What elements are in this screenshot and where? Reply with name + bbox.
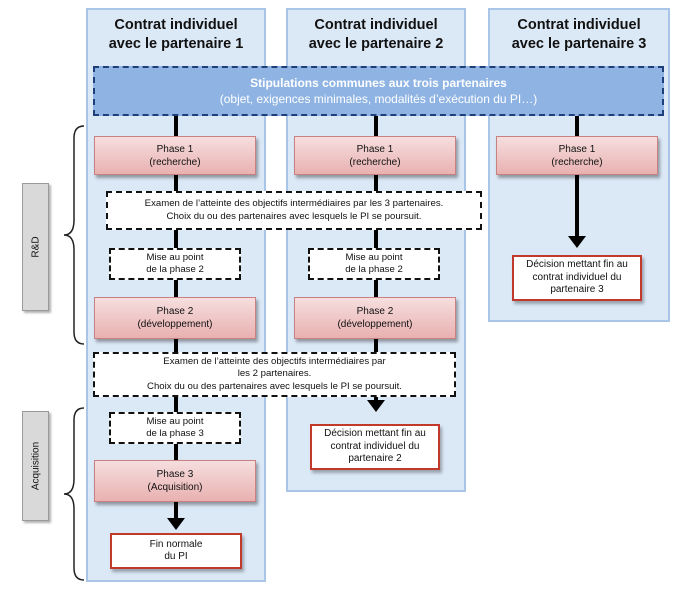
phase1-box-2: Phase 1 (recherche) (294, 136, 456, 175)
acquisition-label: Acquisition (22, 411, 49, 521)
stipulations-box: Stipulations communes aux trois partenai… (93, 66, 664, 116)
arrow-to-decision-3 (568, 236, 586, 248)
stipulations-subtitle: (objet, exigences minimales, modalités d… (219, 92, 538, 106)
decision-partenaire-2: Décision mettant fin au contrat individu… (310, 424, 440, 470)
mise-au-point-phase3: Mise au point de la phase 3 (109, 412, 241, 444)
phase1-box-1: Phase 1 (recherche) (94, 136, 256, 175)
mise-au-point-phase2-1: Mise au point de la phase 2 (109, 248, 241, 280)
acquisition-label-text: Acquisition (30, 441, 41, 491)
arrow-to-decision-2 (367, 400, 385, 412)
phase2-box-2: Phase 2 (développement) (294, 297, 456, 339)
phase3-box: Phase 3 (Acquisition) (94, 460, 256, 502)
rd-label: R&D (22, 183, 49, 311)
fin-normale-du-pi: Fin normale du PI (110, 533, 242, 569)
stipulations-title: Stipulations communes aux trois partenai… (250, 76, 507, 90)
decision-partenaire-3: Décision mettant fin au contrat individu… (512, 255, 642, 301)
exam-3-partners: Examen de l’atteinte des objectifs inter… (106, 191, 482, 230)
column-1-title: Contrat individuel avec le partenaire 1 (108, 17, 244, 52)
exam-2-partners: Examen de l’atteinte des objectifs inter… (93, 352, 456, 397)
acquisition-brace (63, 407, 85, 581)
phase1-box-3: Phase 1 (recherche) (496, 136, 658, 175)
rd-label-text: R&D (30, 236, 41, 258)
column-3-title: Contrat individuel avec le partenaire 3 (511, 17, 647, 52)
arrow-to-fin-normale (167, 518, 185, 530)
mise-au-point-phase2-2: Mise au point de la phase 2 (308, 248, 440, 280)
rd-brace (63, 125, 85, 345)
phase2-box-1: Phase 2 (développement) (94, 297, 256, 339)
column-2-title: Contrat individuel avec le partenaire 2 (308, 17, 444, 52)
